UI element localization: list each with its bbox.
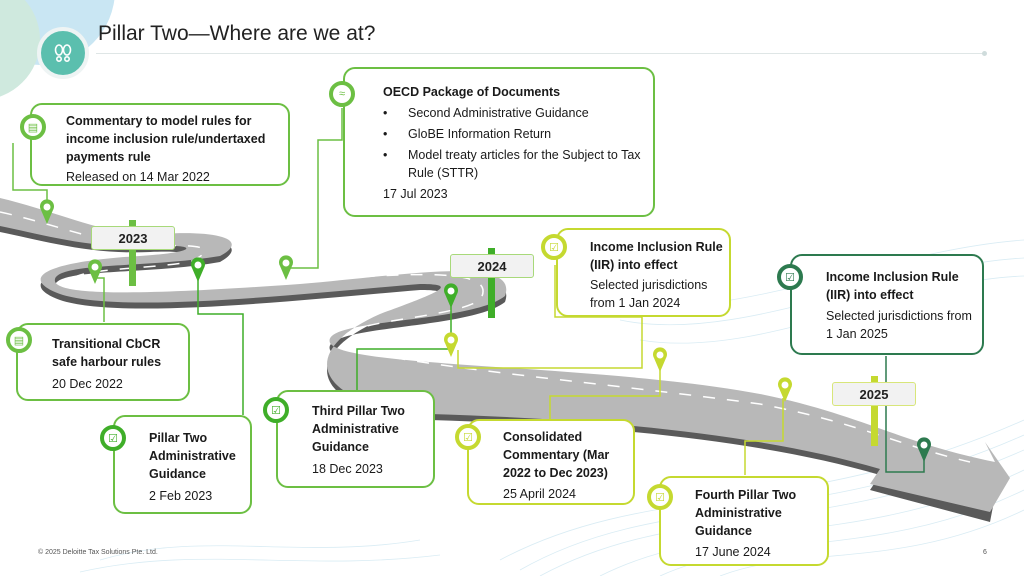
milestone-card-admin-guidance-1: Pillar Two Administrative Guidance 2 Feb… <box>113 415 252 514</box>
slide-title: Pillar Two—Where are we at? <box>98 22 376 45</box>
pin-icon <box>778 377 793 402</box>
bullet-item: •Model treaty articles for the Subject t… <box>383 148 641 180</box>
connector-iir-2025 <box>885 356 925 473</box>
connector-iir-2024 <box>457 265 643 369</box>
connector-consolidated-commentary <box>549 362 661 420</box>
milestone-card-admin-guidance-4: Fourth Pillar Two Administrative Guidanc… <box>659 476 829 566</box>
milestone-date: Released on 14 Mar 2022 <box>66 170 210 184</box>
handshake-icon: ≈ <box>329 81 355 107</box>
milestone-date: 2 Feb 2023 <box>149 489 213 503</box>
connector-admin-guidance-4 <box>744 398 784 475</box>
milestone-card-commentary-2022: Commentary to model rules for income inc… <box>30 103 290 186</box>
connector-oecd-package <box>287 108 343 269</box>
road-edge <box>0 205 1000 522</box>
copyright-footer: © 2025 Deloitte Tax Solutions Pte. Ltd. <box>38 549 158 556</box>
milestone-card-consolidated-commentary: Consolidated Commentary (Mar 2022 to Dec… <box>467 419 635 505</box>
checklist-icon: ☑ <box>647 484 673 510</box>
milestone-subtitle: Selected jurisdictions from 1 Jan 2025 <box>826 309 972 341</box>
milestone-card-oecd-package: OECD Package of Documents •Second Admini… <box>343 67 655 217</box>
milestone-date: 20 Dec 2022 <box>52 377 123 391</box>
milestone-title: Pillar Two Administrative Guidance <box>149 431 236 481</box>
pin-icon <box>40 199 54 224</box>
title-divider-dot <box>982 51 987 56</box>
milestone-title: Consolidated Commentary (Mar 2022 to Dec… <box>503 430 610 480</box>
connector-transitional-cbcr <box>95 277 105 322</box>
checklist-icon: ☑ <box>777 264 803 290</box>
footprints-icon <box>54 44 72 63</box>
pin-icon <box>191 257 205 282</box>
checklist-icon: ☑ <box>100 425 126 451</box>
connector-admin-guidance-3 <box>356 300 452 391</box>
milestone-card-iir-2025: Income Inclusion Rule (IIR) into effect … <box>790 254 984 355</box>
bullet-item: •GloBE Information Return <box>383 127 552 141</box>
milestone-card-iir-2024: Income Inclusion Rule (IIR) into effect … <box>556 228 731 317</box>
milestone-card-transitional-cbcr: Transitional CbCR safe harbour rules 20 … <box>16 323 190 401</box>
milestone-date: 25 April 2024 <box>503 487 576 501</box>
milestone-card-admin-guidance-3: Third Pillar Two Administrative Guidance… <box>276 390 435 488</box>
checklist-icon: ☑ <box>455 424 481 450</box>
year-sign-2023: 2023 <box>91 226 175 250</box>
signpost-2024-pole <box>488 248 495 318</box>
milestone-title: Income Inclusion Rule (IIR) into effect <box>590 240 723 272</box>
pin-icon <box>653 347 668 372</box>
milestone-title: Fourth Pillar Two Administrative Guidanc… <box>695 488 797 538</box>
road-surface <box>0 198 1010 512</box>
documents-icon: ▤ <box>20 114 46 140</box>
year-sign-2025: 2025 <box>832 382 916 406</box>
milestone-title: Commentary to model rules for income inc… <box>66 114 266 164</box>
connector-admin-guidance-1 <box>197 275 244 415</box>
pin-icon <box>917 437 931 462</box>
checklist-icon: ☑ <box>541 234 567 260</box>
pin-icon <box>279 255 293 280</box>
milestone-title: Third Pillar Two Administrative Guidance <box>312 404 405 454</box>
lane-markings <box>0 211 971 463</box>
signpost-2023-pole <box>129 220 136 286</box>
decor-blob-green <box>0 0 40 97</box>
signpost-2025-pole <box>871 376 878 446</box>
milestone-title: Transitional CbCR safe harbour rules <box>52 337 162 369</box>
milestone-title: OECD Package of Documents <box>383 85 561 99</box>
milestone-date: 18 Dec 2023 <box>312 462 383 476</box>
milestone-title: Income Inclusion Rule (IIR) into effect <box>826 270 959 302</box>
year-sign-2024: 2024 <box>450 254 534 278</box>
pin-icon <box>87 259 102 284</box>
title-divider <box>96 53 984 54</box>
bullet-item: •Second Administrative Guidance <box>383 106 589 120</box>
milestone-date: 17 June 2024 <box>695 545 771 559</box>
documents-icon: ▤ <box>6 327 32 353</box>
milestone-date: 17 Jul 2023 <box>383 187 448 201</box>
page-number: 6 <box>983 549 987 556</box>
milestone-subtitle: Selected jurisdictions from 1 Jan 2024 <box>590 278 708 310</box>
pin-icon <box>444 283 459 308</box>
checklist-icon: ☑ <box>263 397 289 423</box>
footprints-logo <box>37 27 89 79</box>
pin-icon <box>444 332 459 357</box>
